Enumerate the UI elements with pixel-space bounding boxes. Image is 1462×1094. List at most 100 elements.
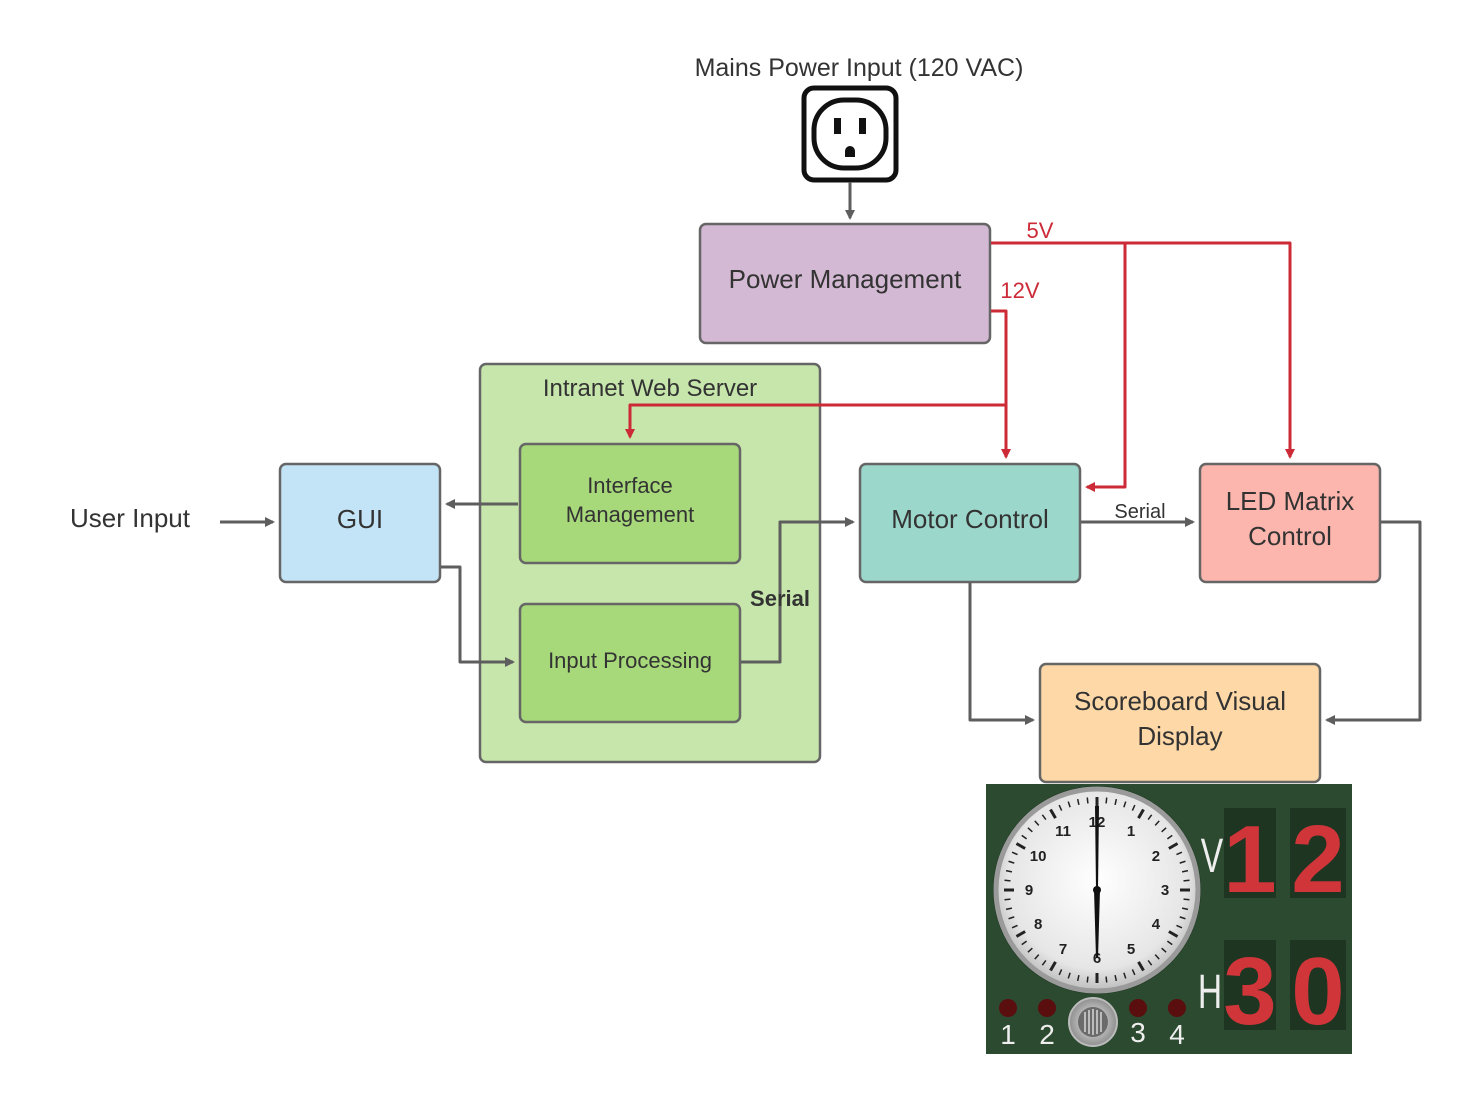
- serial-label-input-motor: Serial: [750, 586, 810, 611]
- clock-tick: [1027, 947, 1033, 953]
- clock-tick: [1147, 814, 1153, 821]
- clock-tick: [1114, 798, 1118, 806]
- clock-tick: [1076, 798, 1080, 806]
- clock-tick: [1183, 898, 1190, 901]
- input-processing-to-motor-arrow: [741, 517, 855, 664]
- lamp-label-1: 1: [1000, 1019, 1016, 1050]
- clock-tick: [1049, 961, 1057, 972]
- clock-tick: [1005, 869, 1013, 873]
- clock-tick: [1161, 827, 1167, 833]
- motor-control-label: Motor Control: [891, 504, 1049, 534]
- clock-tick: [1034, 954, 1040, 960]
- led-matrix-label-line2: Control: [1248, 521, 1332, 551]
- clock-tick: [1166, 940, 1173, 946]
- power-management-label: Power Management: [729, 264, 962, 294]
- clock-tick: [1123, 801, 1127, 808]
- clock-tick: [1058, 804, 1063, 811]
- led-to-scoreboard-arrow: [1325, 520, 1422, 725]
- horn-speaker-icon: [1068, 997, 1118, 1047]
- clock-tick: [1021, 940, 1028, 946]
- mains-power-label: Mains Power Input (120 VAC): [695, 54, 1024, 82]
- clock-tick: [1015, 930, 1026, 938]
- scoreboard-visual-display-block: Scoreboard Visual Display: [1038, 662, 1322, 784]
- clock-tick: [1008, 860, 1015, 864]
- clock-numeral: 6: [1093, 950, 1101, 967]
- motor-to-scoreboard-arrow: [968, 583, 1035, 725]
- clock-tick: [1176, 851, 1183, 856]
- gui-to-input-processing-arrow: [441, 565, 515, 667]
- clock-tick: [1011, 851, 1018, 856]
- clock-tick: [1027, 827, 1033, 833]
- lamp-label-3: 3: [1130, 1017, 1146, 1048]
- clock-tick: [1034, 820, 1040, 826]
- clock-tick: [1049, 808, 1057, 819]
- led-matrix-label-line1: LED Matrix: [1226, 486, 1355, 516]
- clock-tick: [1067, 801, 1071, 808]
- gui-label: GUI: [337, 504, 383, 534]
- clock-tick: [1004, 898, 1011, 901]
- period-lamp-3: [1129, 999, 1147, 1017]
- five-volt-label: 5V: [1027, 218, 1054, 243]
- clock-numeral: 2: [1152, 848, 1160, 865]
- clock-numeral: 8: [1034, 916, 1042, 933]
- clock-tick: [1154, 820, 1160, 826]
- gui-block: GUI: [278, 462, 442, 584]
- clock-tick: [1067, 972, 1071, 979]
- clock-tick: [1105, 797, 1108, 804]
- clock-tick: [1004, 879, 1011, 882]
- clock-tick: [1008, 916, 1015, 920]
- clock-numeral: 1: [1127, 823, 1135, 840]
- period-lamp-4: [1168, 999, 1186, 1017]
- input-processing-block: Input Processing: [518, 602, 742, 724]
- clock-numeral: 11: [1055, 823, 1071, 840]
- home-score-digit-1: 3: [1223, 938, 1276, 1045]
- clock-tick: [1154, 954, 1160, 960]
- clock-tick: [1131, 804, 1136, 811]
- clock-tick: [1015, 842, 1026, 850]
- clock-icon: 121234567891011: [993, 786, 1201, 994]
- clock-numeral: 4: [1152, 916, 1161, 933]
- home-score-digit-2: 0: [1291, 938, 1344, 1045]
- clock-tick: [1176, 924, 1183, 929]
- home-letter: H: [1198, 964, 1222, 1018]
- interface-management-label-line2: Management: [566, 502, 694, 527]
- visitor-score-digit-2: 2: [1291, 806, 1344, 913]
- clock-tick: [1181, 907, 1189, 911]
- lamp-label-2: 2: [1039, 1019, 1055, 1050]
- input-processing-label: Input Processing: [548, 648, 712, 673]
- clock-tick: [1166, 834, 1173, 840]
- clock-tick: [1181, 869, 1189, 873]
- five-volt-to-led-arrow: [991, 241, 1295, 459]
- motor-control-block: Motor Control: [858, 462, 1082, 584]
- clock-tick: [1105, 976, 1108, 983]
- clock-tick: [1147, 959, 1153, 966]
- serial-label-motor-led: Serial: [1114, 501, 1165, 523]
- period-lamp-1: [999, 999, 1017, 1017]
- twelve-volt-to-motor-arrow: [991, 309, 1011, 459]
- clock-tick: [1161, 947, 1167, 953]
- clock-tick: [1086, 976, 1089, 983]
- clock-tick: [1011, 924, 1018, 929]
- clock-tick: [1179, 916, 1186, 920]
- clock-tick: [1137, 961, 1145, 972]
- led-matrix-control-block: LED Matrix Control: [1198, 462, 1382, 584]
- lamp-label-4: 4: [1169, 1019, 1185, 1050]
- clock-numeral: 10: [1030, 848, 1047, 865]
- clock-tick: [1021, 834, 1028, 840]
- clock-tick: [1179, 860, 1186, 864]
- clock-numeral: 9: [1025, 882, 1033, 899]
- intranet-web-server-label: Intranet Web Server: [543, 375, 757, 402]
- clock-tick: [1086, 797, 1089, 804]
- clock-tick: [1168, 842, 1179, 850]
- visitor-score-digit-1: 1: [1223, 806, 1276, 913]
- clock-tick: [1131, 969, 1136, 976]
- twelve-volt-to-interface-arrow: [625, 403, 1006, 439]
- clock-tick: [1076, 974, 1080, 982]
- wall-outlet-icon: [801, 85, 899, 183]
- interface-management-block: Interface Management: [518, 442, 742, 565]
- visitor-letter: V: [1201, 828, 1224, 882]
- power-management-block: Power Management: [698, 222, 992, 345]
- clock-numeral: 3: [1161, 882, 1169, 899]
- clock-tick: [1005, 907, 1013, 911]
